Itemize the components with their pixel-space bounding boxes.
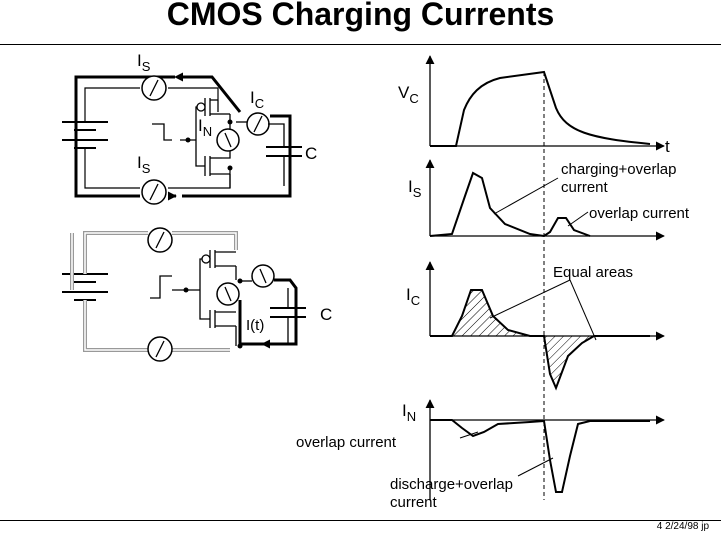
label-vc: VC: [398, 83, 419, 106]
leader-overlap-in: [459, 431, 479, 439]
label-is-top: IS: [137, 51, 151, 74]
label-in: IN: [198, 116, 212, 139]
ammeter-is-bottom: [141, 179, 167, 205]
label-ic-plot: IC: [406, 285, 420, 308]
annotation-discharge-overlap-1: discharge+overlap: [390, 476, 513, 493]
ammeter-ic: [246, 112, 270, 136]
label-ic: IC: [250, 88, 264, 111]
label-is: IS: [408, 177, 422, 200]
label-it: I(t): [246, 317, 264, 334]
ammeter-bottom-ic: [251, 264, 275, 288]
leader-overlap-is: [567, 211, 589, 227]
label-in-plot: IN: [402, 401, 416, 424]
bottom-circuit: [62, 227, 306, 362]
label-t: t: [665, 137, 670, 156]
nmos-top: [204, 156, 231, 188]
ammeter-is-top: [141, 75, 167, 101]
annotation-charging-overlap-2: current: [561, 179, 609, 196]
leader-discharge-overlap: [517, 457, 554, 477]
leader-charging-overlap: [493, 177, 559, 215]
label-is-bottom: IS: [137, 153, 151, 176]
vc-plot: [425, 55, 665, 151]
ammeter-bottom-in: [216, 282, 240, 306]
leader-equal-areas-1: [489, 279, 571, 319]
label-cap-bottom: C: [320, 305, 332, 324]
annotation-charging-overlap-1: charging+overlap: [561, 161, 677, 178]
title-rule: [0, 44, 721, 45]
is-plot: [425, 159, 665, 241]
footer-text: 4 2/24/98 jp: [656, 521, 709, 532]
top-circuit: [62, 72, 302, 205]
leader-equal-areas-2: [569, 279, 597, 341]
annotation-overlap-current-in: overlap current: [296, 434, 397, 451]
in-plot: [425, 399, 665, 500]
annotation-overlap-current-is: overlap current: [589, 205, 690, 222]
label-cap-top: C: [305, 144, 317, 163]
ammeter-bottom-bottom: [147, 336, 173, 362]
annotation-equal-areas: Equal areas: [553, 264, 633, 281]
ammeter-bottom-top: [147, 227, 173, 253]
page-title: CMOS Charging Currents: [166, 0, 555, 32]
footer-rule: [0, 520, 721, 521]
ammeter-in: [216, 128, 240, 152]
pmos-top: [196, 98, 230, 116]
ic-plot: [425, 261, 665, 391]
battery-top: [62, 121, 108, 149]
annotation-discharge-overlap-2: current: [390, 494, 438, 511]
battery-bottom: [62, 273, 108, 301]
